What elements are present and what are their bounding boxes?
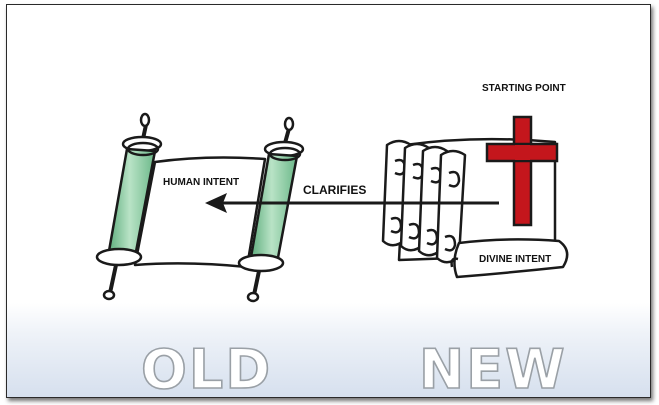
arrow-left-icon [205,193,499,213]
torah-scroll-icon [95,112,305,303]
right-roller [237,116,305,303]
clarifies-label: CLARIFIES [303,183,366,197]
starting-point-label: STARTING POINT [482,83,566,94]
diagram-canvas: STARTING POINT HUMAN INTENT CLARIFIES DI… [95,83,569,397]
slide-frame: STARTING POINT HUMAN INTENT CLARIFIES DI… [6,4,651,398]
divine-intent-banner [453,238,569,279]
left-roller [95,112,163,301]
new-label: NEW [419,338,567,397]
divine-intent-label: DIVINE INTENT [479,254,551,265]
old-label: OLD [141,338,272,397]
cross-icon [485,115,559,227]
scroll-parchment [133,156,267,269]
human-intent-label: HUMAN INTENT [163,177,239,188]
